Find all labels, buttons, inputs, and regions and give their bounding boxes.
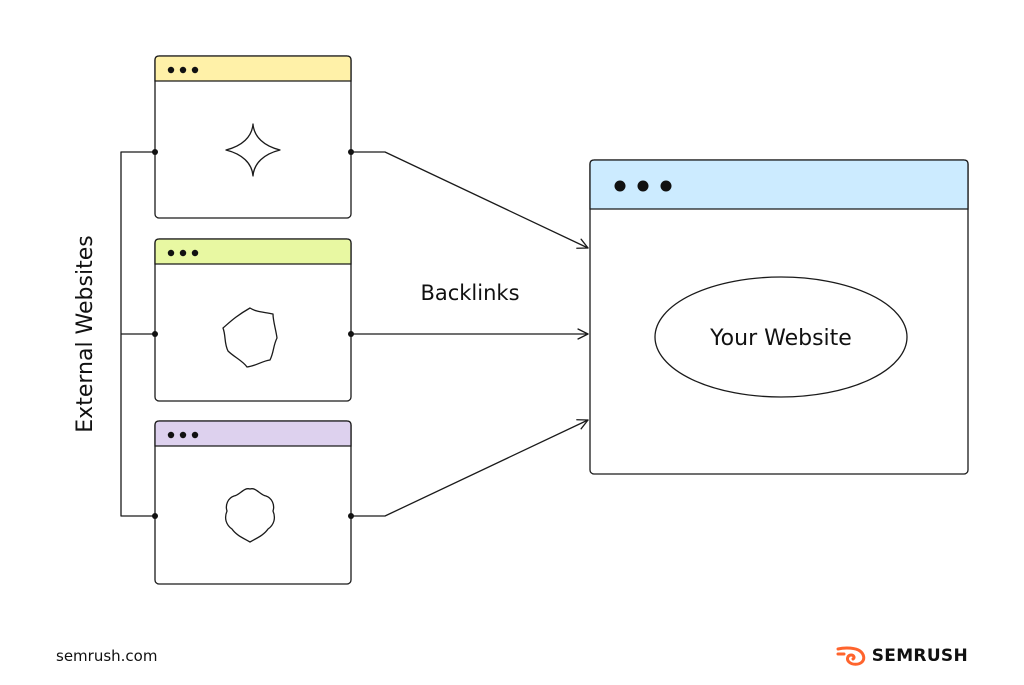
flower-shape-icon bbox=[225, 488, 275, 543]
your-website-label: Your Website bbox=[709, 326, 852, 351]
window-3-title-bar bbox=[154, 420, 352, 447]
three-dots-icon bbox=[167, 249, 199, 257]
external-website-window-3 bbox=[154, 420, 352, 585]
brand-logo: SEMRUSH bbox=[836, 646, 968, 666]
window-2-title-bar bbox=[154, 238, 352, 265]
three-dots-icon bbox=[614, 180, 672, 192]
window-1-title-bar bbox=[154, 55, 352, 82]
brand-name: SEMRUSH bbox=[871, 646, 968, 666]
your-website-title-bar bbox=[589, 159, 969, 210]
group-bracket bbox=[120, 151, 157, 517]
hexagon-blob-shape-icon bbox=[222, 307, 278, 368]
backlink-arrow-1 bbox=[350, 151, 589, 249]
group-label: External Websites bbox=[73, 235, 98, 432]
semrush-flame-icon bbox=[836, 646, 865, 666]
three-dots-icon bbox=[167, 431, 199, 439]
your-website-ellipse bbox=[654, 276, 908, 398]
backlink-arrow-3 bbox=[350, 419, 589, 517]
backlinks-label: Backlinks bbox=[420, 281, 519, 305]
your-website-window: Your Website bbox=[589, 159, 969, 475]
three-dots-icon bbox=[167, 66, 199, 74]
external-website-window-2 bbox=[154, 238, 352, 402]
diamond-shape-icon bbox=[225, 123, 281, 177]
footer-url: semrush.com bbox=[56, 647, 158, 665]
external-website-window-1 bbox=[154, 55, 352, 219]
